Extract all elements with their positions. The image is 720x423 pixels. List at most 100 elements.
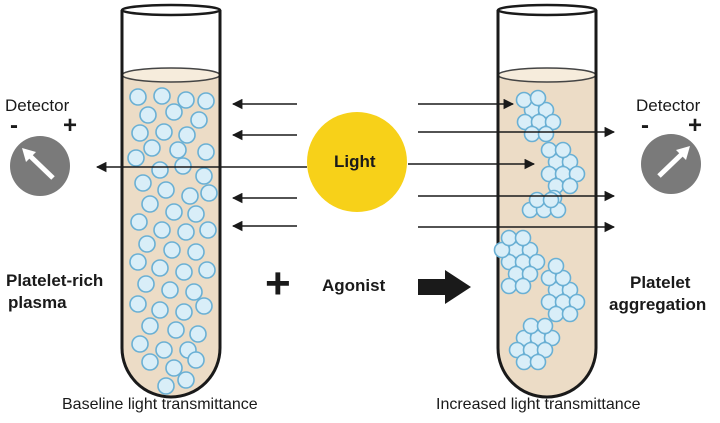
platelet-25 xyxy=(130,213,148,231)
platelet-42 xyxy=(195,297,213,315)
platelet-17 xyxy=(195,167,213,185)
platelet-47 xyxy=(155,341,173,359)
aggregate-2-platelet xyxy=(554,141,572,159)
platelet-4 xyxy=(197,92,215,110)
light-label: Light xyxy=(334,152,376,171)
platelet-10 xyxy=(178,126,196,144)
left-light-arrows xyxy=(95,98,307,232)
platelet-18 xyxy=(134,174,152,192)
left-detector-needle-tip xyxy=(22,148,36,162)
platelet-34 xyxy=(175,263,193,281)
sample-label-line1: Platelet-rich xyxy=(6,271,104,290)
platelet-49 xyxy=(141,353,159,371)
aggregate-1-platelet xyxy=(544,113,562,131)
aggregate-5-platelet xyxy=(561,305,579,323)
left-meniscus xyxy=(121,67,221,83)
right-light-arrows xyxy=(408,98,616,233)
aggregate-2-platelet xyxy=(568,165,586,183)
left-tube-rim xyxy=(120,3,222,17)
aggregate-2-platelet xyxy=(561,153,579,171)
left-detector-needle xyxy=(26,152,55,180)
aggregate-1-platelet xyxy=(523,125,541,143)
platelet-41 xyxy=(175,303,193,321)
platelet-2 xyxy=(153,87,171,105)
platelet-50 xyxy=(165,359,183,377)
platelet-23 xyxy=(165,203,183,221)
platelet-6 xyxy=(165,103,183,121)
aggregate-4-platelet xyxy=(521,265,539,283)
left-test-tube xyxy=(120,3,222,399)
aggregate-4-platelet xyxy=(514,229,532,247)
platelet-31 xyxy=(187,243,205,261)
platelet-52 xyxy=(157,377,175,395)
platelet-28 xyxy=(199,221,217,239)
platelet-36 xyxy=(137,275,155,293)
aggregate-1-platelet xyxy=(529,89,547,107)
platelet-13 xyxy=(169,141,187,159)
platelet-9 xyxy=(155,123,173,141)
aggregate-4-platelet xyxy=(493,241,511,259)
platelet-45 xyxy=(189,325,207,343)
plus-sign: + xyxy=(265,259,291,308)
platelet-1 xyxy=(129,88,147,106)
platelet-12 xyxy=(143,139,161,157)
platelet-14 xyxy=(127,149,145,167)
aggregate-2-platelet xyxy=(540,141,558,159)
platelet-26 xyxy=(153,221,171,239)
platelet-3 xyxy=(177,91,195,109)
platelet-39 xyxy=(129,295,147,313)
platelet-43 xyxy=(141,317,159,335)
platelet-21 xyxy=(200,184,218,202)
aggregate-6-platelet xyxy=(536,317,554,335)
right-detector-needle xyxy=(657,150,686,178)
aggregate-4-platelet xyxy=(500,229,518,247)
right-detector-needle-tip xyxy=(676,146,690,160)
result-label-line2: aggregation xyxy=(609,295,707,314)
aggregate-6-platelet xyxy=(529,353,547,371)
agonist-label: Agonist xyxy=(322,276,386,295)
left-detector xyxy=(10,136,70,196)
result-label-line1: Platelet xyxy=(630,273,691,292)
platelet-22 xyxy=(141,195,159,213)
aggregate-4-platelet xyxy=(514,277,532,295)
aggregate-4-platelet xyxy=(528,253,546,271)
right-detector-plus: + xyxy=(688,112,703,139)
platelet-19 xyxy=(157,181,175,199)
platelet-40 xyxy=(151,301,169,319)
right-tube-outline xyxy=(496,10,598,399)
platelet-37 xyxy=(161,281,179,299)
aggregate-5-platelet xyxy=(547,257,565,275)
left-plasma xyxy=(122,75,220,397)
aggregate-1-platelet xyxy=(537,101,555,119)
left-detector-minus: - xyxy=(10,112,18,139)
aggregate-4-platelet xyxy=(521,241,539,259)
platelet-7 xyxy=(190,111,208,129)
right-detector-minus: - xyxy=(641,112,649,139)
left-detector-plus: + xyxy=(63,112,78,139)
aggregate-5-platelet xyxy=(568,293,586,311)
platelet-33 xyxy=(151,259,169,277)
aggregate-1-platelet xyxy=(515,91,533,109)
baseline-caption: Baseline light transmittance xyxy=(62,396,258,413)
platelet-15 xyxy=(151,161,169,179)
platelet-53 xyxy=(177,371,195,389)
platelet-35 xyxy=(198,261,216,279)
right-meniscus xyxy=(497,67,597,83)
aggregate-6-platelet xyxy=(515,353,533,371)
process-arrow xyxy=(418,270,471,304)
platelet-44 xyxy=(167,321,185,339)
aggregate-4-platelet xyxy=(500,277,518,295)
platelet-38 xyxy=(185,283,203,301)
platelet-16 xyxy=(174,157,192,175)
platelet-32 xyxy=(129,253,147,271)
right-test-tube xyxy=(493,3,598,399)
platelet-8 xyxy=(131,124,149,142)
platelet-27 xyxy=(177,223,195,241)
left-detector-label: Detector xyxy=(5,96,70,115)
platelet-46 xyxy=(131,335,149,353)
platelet-51 xyxy=(187,351,205,369)
aggregate-1-platelet xyxy=(537,125,555,143)
right-platelet-aggregates xyxy=(493,89,586,371)
